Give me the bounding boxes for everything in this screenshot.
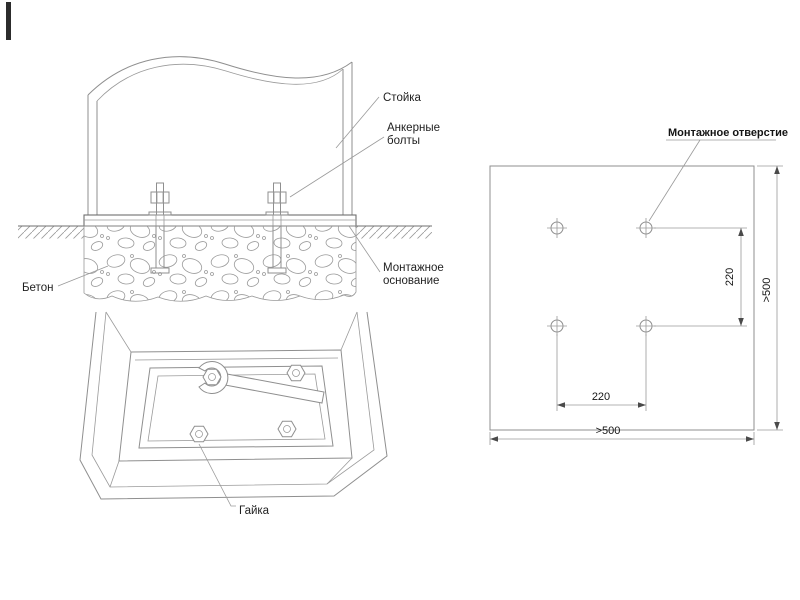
hex-nut: [189, 425, 209, 443]
ground-hatch-left: [18, 226, 84, 239]
post-break-line-inner: [96, 63, 344, 102]
dim-vertical-plate-height: >500: [757, 165, 783, 431]
cavity-corner-line-bl: [109, 460, 120, 488]
anchor-bolts-leader-line: [289, 136, 385, 198]
wrench-open-jaw: [198, 361, 229, 394]
bolt-stud-circle: [208, 373, 216, 381]
bolt-washer: [265, 211, 289, 216]
bolt-through-plate: [272, 214, 282, 227]
hex-nut: [286, 364, 306, 382]
bolt-through-plate: [155, 214, 165, 227]
anchor-bolts-label-line2: болты: [387, 135, 420, 147]
hex-nut: [277, 420, 297, 438]
hex-nut: [202, 368, 222, 386]
bolt-washer: [148, 211, 172, 216]
arrowhead: [738, 318, 744, 326]
anchor-bolts-label-line1: Анкерные: [387, 122, 440, 134]
ground-hatch-right: [356, 226, 432, 239]
base-plate-plan: [489, 165, 755, 431]
post-label: Стойка: [383, 92, 422, 104]
dim-text-plate-width: >500: [596, 425, 621, 437]
mounting-base-label-line2: основание: [383, 275, 439, 287]
dim-vertical-hole-spacing: 220: [654, 227, 747, 327]
concrete-label: Бетон: [22, 282, 53, 294]
mounting-hole-leader-line: [648, 139, 701, 222]
arrowhead: [638, 402, 646, 408]
wrench-handle: [224, 373, 325, 404]
cavity-corner-line-tl: [105, 311, 132, 353]
mounting-hole-label: Монтажное отверстие: [668, 127, 788, 139]
nut-top-left: [202, 368, 222, 386]
anchor-bolt-left: [148, 182, 172, 274]
bolt-anchor-foot: [267, 267, 287, 274]
arrowhead: [746, 436, 754, 442]
post-break-line-outer: [87, 56, 353, 96]
arrowhead: [774, 422, 780, 430]
base-plate-inside-edge: [147, 373, 326, 442]
bolt-stud: [156, 182, 164, 216]
mounting-hole-bottom-left: [547, 316, 567, 336]
dim-text-hole-spacing-h: 220: [592, 391, 610, 403]
dim-horizontal-plate-width: >500: [489, 425, 755, 445]
nut-label: Гайка: [239, 505, 270, 517]
mounting-hole-top-left: [547, 218, 567, 238]
dim-text-hole-spacing-v: 220: [724, 268, 736, 286]
cavity-corner-line-tr: [340, 311, 358, 351]
bolt-stud-circle: [292, 369, 300, 377]
bolt-stud: [273, 182, 281, 216]
mounting-hole-bottom-right: [636, 316, 656, 336]
post-base-outer-wall: [79, 311, 388, 500]
bolt-nut: [267, 191, 287, 204]
nut-top-right: [286, 364, 306, 382]
mounting-base-leader-line: [348, 225, 381, 273]
post-base-inner-wall: [91, 311, 375, 488]
mounting-base-label-line1: Монтажное: [383, 262, 444, 274]
cavity-far-edge: [134, 357, 339, 361]
concrete-foundation: [83, 225, 357, 302]
dim-text-plate-height: >500: [761, 278, 773, 303]
arrowhead: [774, 166, 780, 174]
scan-artifact: [6, 2, 11, 40]
nut-bottom-right: [277, 420, 297, 438]
bolt-stud-circle: [283, 425, 291, 433]
section-view: Стойка Анкерные болты Бетон Монтажное ос…: [18, 56, 444, 302]
plan-view: Монтажное отверстие 220 >500: [489, 127, 788, 445]
base-plate-inside: [138, 365, 334, 449]
concrete-leader-line: [57, 265, 109, 287]
bolt-stud-circle: [195, 430, 203, 438]
post-leader-line: [335, 96, 380, 149]
mounting-hole-top-right: [636, 218, 656, 238]
cavity-corner-line-br: [326, 457, 353, 485]
anchor-bolt-right: [265, 182, 289, 274]
dim-horizontal-hole-spacing: 220: [556, 334, 647, 411]
mounting-base-plate: [83, 214, 357, 227]
arrowhead: [490, 436, 498, 442]
nut-bottom-left: [189, 425, 209, 443]
bolt-anchor-foot: [150, 267, 170, 274]
bottom-view: Гайка: [79, 311, 388, 517]
arrowhead: [738, 228, 744, 236]
bolt-nut: [150, 191, 170, 204]
nut-leader-line: [198, 443, 236, 507]
arrowhead: [557, 402, 565, 408]
